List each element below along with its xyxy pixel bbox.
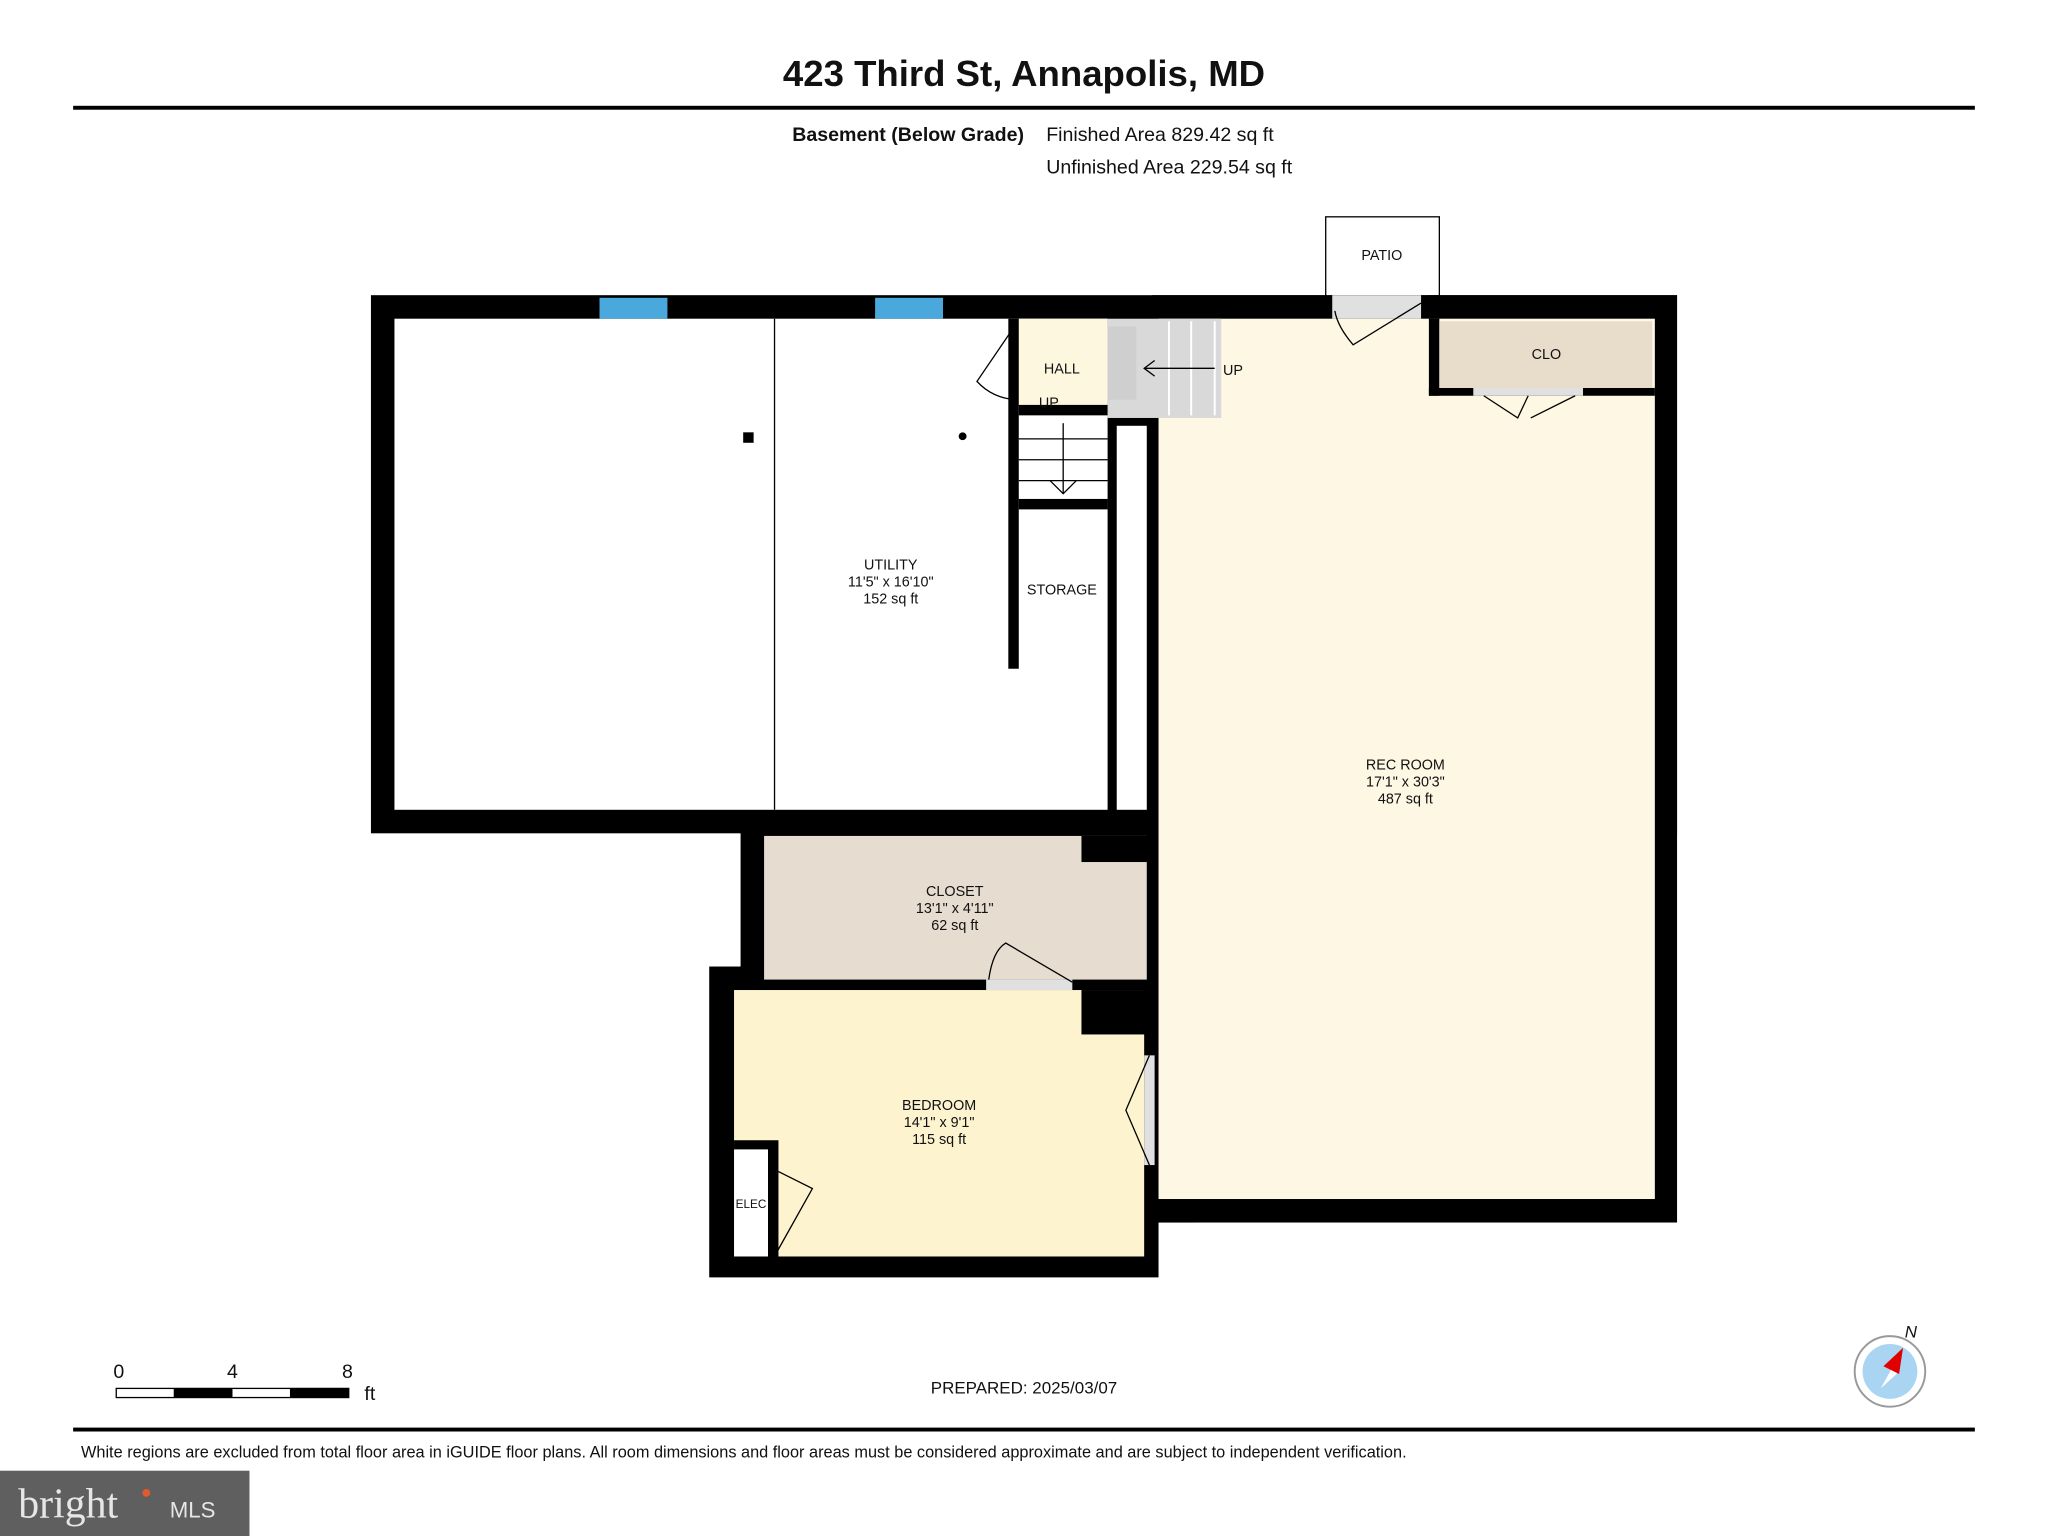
- scale-tick-0: 0: [113, 1361, 124, 1383]
- wall-hall: [1018, 404, 1108, 416]
- page-title: 423 Third St, Annapolis, MD: [783, 53, 1265, 94]
- room-labels: PATIO CLO HALL UP UP STORAGE UTILITY 11'…: [736, 248, 1562, 1211]
- clo-door: [1473, 387, 1584, 396]
- wall-storage-top: [1018, 498, 1108, 510]
- bedroom-dims: 14'1" x 9'1": [904, 1115, 975, 1131]
- scale-unit: ft: [364, 1383, 375, 1405]
- closet-door: [986, 979, 1073, 991]
- wall-block-1: [1081, 835, 1152, 863]
- scale-bar: 0 4 8 ft: [113, 1361, 375, 1405]
- utility-area: 152 sq ft: [863, 591, 918, 607]
- logo-spark: [142, 1488, 151, 1497]
- compass-north: N: [1905, 1322, 1918, 1341]
- stairs-down: [1018, 423, 1108, 495]
- window: [875, 297, 944, 319]
- rec-name: REC ROOM: [1366, 757, 1445, 773]
- bedroom-area: 115 sq ft: [912, 1132, 966, 1148]
- bright-mls-logo: bright MLS: [0, 1470, 250, 1536]
- label-elec: ELEC: [736, 1198, 767, 1211]
- bedroom-name: BEDROOM: [902, 1098, 976, 1114]
- label-up-2: UP: [1223, 363, 1243, 379]
- utility-dims: 11'5" x 16'10": [848, 574, 934, 590]
- rec-room: [1158, 318, 1655, 1200]
- footer-divider: [73, 1427, 1975, 1432]
- utility-name: UTILITY: [864, 557, 918, 573]
- label-hall: HALL: [1044, 362, 1080, 378]
- wall-clo: [1428, 318, 1440, 396]
- logo-text: bright: [18, 1482, 118, 1528]
- scale-tick-4: 4: [227, 1361, 238, 1383]
- compass-icon: N: [1853, 1322, 1927, 1408]
- utility-room: [394, 318, 1108, 810]
- post: [958, 432, 967, 441]
- closet-area: 62 sq ft: [931, 918, 978, 934]
- unfinished-area: Unfinished Area 229.54 sq ft: [1046, 157, 1293, 179]
- bedroom-room: [734, 990, 1145, 1257]
- hall: [1018, 318, 1108, 405]
- level-name: Basement (Below Grade): [792, 124, 1024, 146]
- window: [599, 297, 668, 319]
- storage-gap: [1116, 425, 1147, 810]
- patio-door: [1332, 295, 1422, 319]
- door-swings: [775, 302, 1576, 1255]
- closet-name: CLOSET: [926, 884, 984, 900]
- rec-area: 487 sq ft: [1378, 791, 1433, 807]
- logo-suffix: MLS: [170, 1498, 216, 1523]
- label-up-1: UP: [1039, 396, 1059, 412]
- arrow-left-icon: [1143, 359, 1215, 377]
- bedroom-door: [1144, 1055, 1155, 1166]
- rec-dims: 17'1" x 30'3": [1366, 774, 1445, 790]
- label-storage: STORAGE: [1027, 582, 1097, 598]
- scale-tick-8: 8: [342, 1361, 353, 1383]
- label-patio: PATIO: [1361, 248, 1402, 264]
- logo-background: [0, 1470, 250, 1536]
- wall-stub: [1428, 295, 1440, 319]
- wall-block-2: [1081, 990, 1152, 1035]
- post: [743, 432, 754, 443]
- stairs-landing: [1107, 326, 1137, 400]
- floor-plan: [370, 216, 1678, 1278]
- closet-dims: 13'1" x 4'11": [916, 901, 994, 917]
- scale-bar-segment: [173, 1388, 233, 1398]
- header-divider: [73, 105, 1975, 110]
- scale-bar-segment: [289, 1388, 349, 1398]
- wall-storage: [1008, 318, 1019, 669]
- clo: [1439, 321, 1653, 388]
- finished-area: Finished Area 829.42 sq ft: [1046, 124, 1274, 146]
- elec-room: [734, 1149, 768, 1257]
- patio: [1325, 216, 1440, 299]
- disclaimer: White regions are excluded from total fl…: [81, 1444, 1407, 1462]
- label-clo: CLO: [1532, 347, 1562, 363]
- prepared-date: PREPARED: 2025/03/07: [931, 1379, 1117, 1398]
